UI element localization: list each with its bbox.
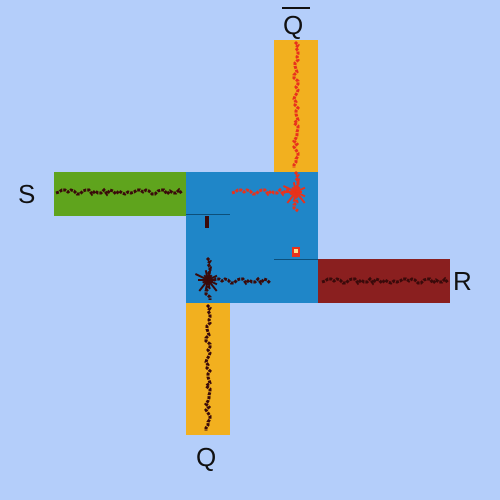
right-core-marker-highlight — [294, 249, 298, 253]
core-upper-trace — [231, 187, 294, 197]
left-core-marker — [205, 216, 209, 228]
r-signal-trace — [321, 276, 450, 286]
s-input-wire — [54, 172, 186, 216]
q-bar-signal-trace — [291, 40, 300, 168]
core-divider-top — [186, 214, 230, 215]
upper-junction-burst — [282, 178, 306, 204]
s-label: S — [18, 179, 36, 209]
s-signal-trace — [55, 187, 184, 197]
r-label: R — [453, 266, 472, 296]
lower-junction-burst — [194, 266, 218, 292]
core-divider-bottom — [274, 259, 318, 260]
core-lower-trace — [209, 276, 272, 286]
q-signal-trace — [203, 303, 212, 431]
q-bar-overline — [282, 7, 310, 9]
q-label: Q — [196, 442, 217, 472]
q-bar-label: Q — [283, 10, 304, 40]
